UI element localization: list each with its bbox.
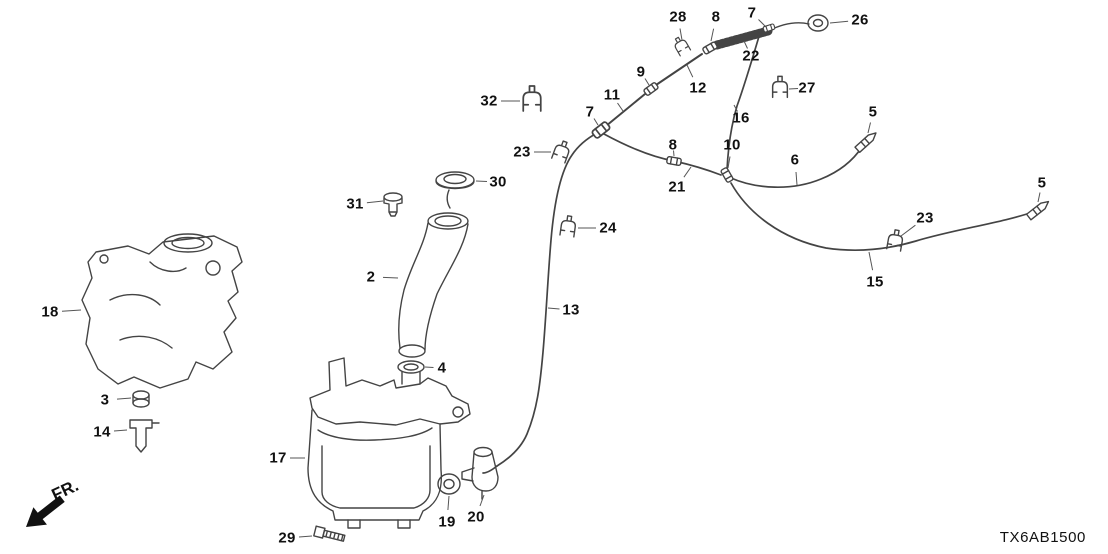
leader-line	[758, 19, 766, 27]
leader-line	[679, 28, 683, 41]
grommet-31-drawing	[383, 192, 403, 217]
hose-21-drawing	[603, 133, 722, 176]
leader-line	[788, 88, 799, 90]
bolt-29-drawing	[313, 525, 346, 542]
leader-line	[116, 397, 132, 400]
joint-9-drawing	[642, 81, 660, 97]
leader-line	[447, 495, 450, 511]
leader-lines	[61, 19, 1041, 538]
leader-line	[900, 224, 916, 237]
leader-line	[424, 366, 434, 368]
leader-line	[829, 20, 849, 24]
leader-line	[366, 200, 384, 204]
filler-cap-30-drawing	[435, 171, 475, 209]
spring-hose-22-drawing	[712, 22, 810, 50]
nozzle-5-left-drawing	[854, 129, 879, 153]
leader-line	[743, 40, 748, 49]
leader-line	[683, 166, 692, 178]
leader-line	[475, 180, 488, 182]
leader-line	[733, 104, 738, 112]
mount-grommet-4-drawing	[397, 360, 425, 385]
leader-line	[727, 156, 731, 169]
leader-line	[1037, 192, 1041, 203]
leader-line	[61, 309, 82, 312]
leader-line	[113, 429, 128, 432]
clip-24-drawing	[559, 214, 578, 238]
leader-line	[617, 102, 624, 112]
clamp-28-drawing	[671, 34, 692, 57]
diagram-code: TX6AB1500	[999, 529, 1086, 546]
leader-line	[593, 118, 599, 126]
joint-8-upper-drawing	[701, 40, 719, 56]
reservoir-17-drawing	[307, 357, 471, 529]
hose-13-drawing	[482, 132, 598, 474]
washer-tank-18-drawing	[81, 233, 243, 389]
leader-line	[673, 150, 675, 157]
leader-line	[867, 122, 871, 134]
hose-16-drawing	[726, 32, 761, 171]
leader-line	[382, 276, 399, 279]
fr-label: FR.	[49, 476, 82, 505]
clip-32-drawing	[522, 85, 542, 112]
washer-pump-20-drawing	[461, 446, 499, 500]
leader-line	[686, 64, 694, 78]
joint-8-lower-drawing	[665, 155, 683, 167]
pump-grommet-19-drawing	[437, 473, 461, 495]
nozzle-5-right-drawing	[1025, 198, 1052, 221]
joint-7-top-drawing	[762, 23, 776, 33]
fr-direction-arrow: FR.	[26, 476, 82, 527]
leader-line	[298, 535, 313, 538]
tube-11-12-drawing	[605, 53, 703, 127]
hose-15-drawing	[730, 182, 1037, 252]
leader-line	[547, 307, 560, 310]
tank-clip-3-drawing	[132, 390, 150, 408]
leader-line	[795, 171, 798, 186]
leader-line	[710, 28, 715, 42]
clip-27-drawing	[771, 75, 789, 99]
grommet-26-drawing	[807, 14, 829, 32]
joint-10-drawing	[719, 166, 735, 184]
hose-6-drawing	[730, 146, 863, 188]
leader-line	[644, 78, 650, 86]
leader-line	[479, 494, 485, 507]
filler-tube-2-drawing	[398, 212, 469, 358]
leader-line	[868, 251, 874, 271]
tank-joint-14-drawing	[129, 419, 160, 453]
